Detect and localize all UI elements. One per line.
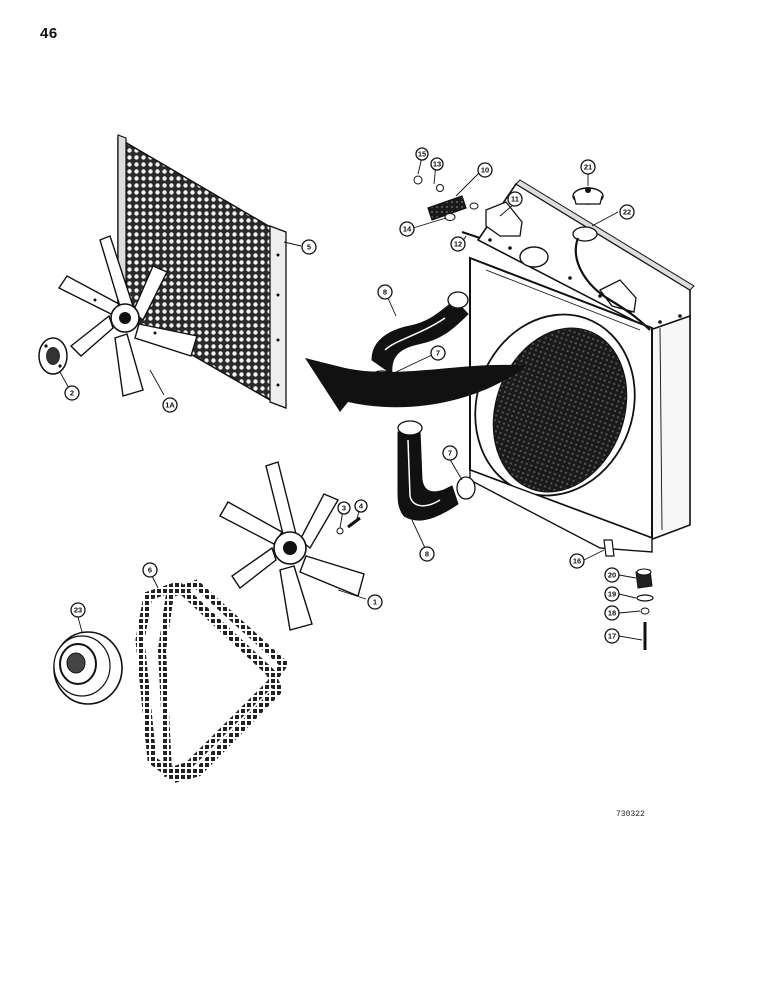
fan-blade-assembly-1a — [57, 235, 198, 397]
callout-label: 6 — [148, 566, 152, 575]
callout-label: 7 — [436, 349, 440, 358]
assembly-direction-arrow — [305, 358, 526, 412]
callout-23: 23 — [70, 602, 86, 618]
callout-7b: 7 — [442, 445, 458, 461]
callout-label: 11 — [511, 195, 519, 204]
callout-label: 8 — [425, 550, 429, 559]
callout-5: 5 — [301, 239, 317, 255]
callout-11: 11 — [507, 191, 523, 207]
radiator-core-grille — [117, 134, 287, 409]
fan-blade-assembly-1 — [219, 461, 365, 631]
callout-label: 21 — [584, 163, 592, 172]
callout-label: 7 — [448, 449, 452, 458]
radiator-cap-21 — [572, 187, 604, 205]
callout-label: 16 — [573, 557, 581, 566]
callout-15: 15 — [415, 147, 429, 161]
callout-label: 12 — [454, 240, 462, 249]
callout-label: 4 — [359, 502, 364, 511]
crankshaft-pulley-23 — [53, 631, 123, 705]
callout-label: 5 — [307, 243, 311, 252]
callout-label: 1 — [373, 598, 377, 607]
drive-belts-6 — [135, 579, 290, 783]
callout-8b: 8 — [419, 546, 435, 562]
callout-label: 2 — [70, 389, 74, 398]
callout-14: 14 — [399, 221, 415, 237]
callout-label: 20 — [608, 571, 616, 580]
callout-label: 13 — [433, 160, 441, 169]
callout-21: 21 — [580, 159, 596, 175]
leader-lines — [59, 156, 643, 641]
callout-label: 3 — [342, 504, 346, 513]
callout-13: 13 — [430, 157, 444, 171]
callout-10: 10 — [477, 162, 493, 178]
callout-label: 22 — [623, 208, 631, 217]
callout-7a: 7 — [430, 345, 446, 361]
callout-16: 16 — [569, 553, 585, 569]
callout-1: 1 — [367, 594, 383, 610]
fan-spacer-2 — [38, 337, 68, 375]
callout-label: 15 — [418, 150, 426, 159]
figure-code: 730322 — [616, 810, 645, 819]
callout-label: 17 — [608, 632, 616, 641]
callout-2: 2 — [64, 385, 80, 401]
lower-radiator-hose-8 — [397, 420, 476, 521]
callout-label: 8 — [383, 288, 387, 297]
callout-label: 19 — [608, 590, 616, 599]
callout-8a: 8 — [377, 284, 393, 300]
callout-label: 1A — [165, 401, 175, 410]
callout-6: 6 — [142, 562, 158, 578]
callout-4: 4 — [354, 499, 368, 513]
callout-1a: 1A — [162, 397, 178, 413]
callout-3: 3 — [337, 501, 351, 515]
callout-12: 12 — [450, 236, 466, 252]
callout-22: 22 — [619, 204, 635, 220]
callout-label: 23 — [74, 606, 82, 615]
callout-20: 20 — [604, 567, 620, 583]
callout-label: 10 — [481, 166, 489, 175]
callout-18: 18 — [604, 605, 620, 621]
callout-17: 17 — [604, 628, 620, 644]
page-number: 46 — [40, 25, 58, 42]
bracket-hardware — [413, 175, 481, 239]
callout-label: 18 — [608, 609, 616, 618]
callout-label: 14 — [403, 225, 412, 234]
callout-19: 19 — [604, 586, 620, 602]
drain-cock-parts — [635, 568, 654, 650]
radiator-assembly — [469, 179, 695, 557]
